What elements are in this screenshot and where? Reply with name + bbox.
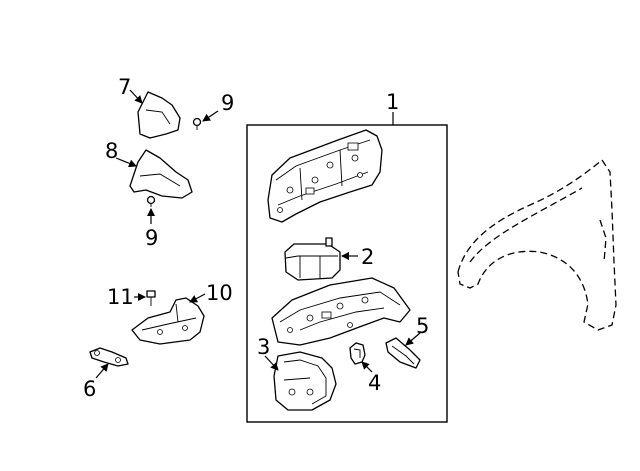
part-8-shield: [129, 149, 193, 199]
part-9-screw-top: [192, 117, 202, 130]
part-5-bracket: [385, 337, 421, 369]
part-11-bolt: [146, 290, 156, 306]
assembly-box: [246, 124, 448, 423]
leader-6: [95, 363, 109, 379]
callout-3: 3: [257, 335, 270, 359]
part-6-bracket: [89, 347, 129, 367]
part-2-bracket: [284, 237, 341, 281]
part-4-clip: [349, 342, 366, 365]
callout-5: 5: [416, 314, 429, 338]
leader-3: [264, 355, 279, 371]
leader-8: [115, 157, 137, 168]
leader-7: [129, 89, 143, 104]
callout-4: 4: [368, 371, 381, 395]
callout-6: 6: [83, 377, 96, 401]
part-7-shield: [137, 91, 181, 139]
part-10-splash-guard: [131, 297, 205, 345]
callout-1: 1: [386, 90, 399, 114]
callout-9-bottom: 9: [145, 226, 158, 250]
callout-11: 11: [107, 285, 134, 309]
leader-4: [361, 361, 373, 373]
callout-7: 7: [118, 75, 131, 99]
callout-9-top: 9: [221, 91, 234, 115]
callout-10: 10: [206, 281, 233, 305]
leader-10: [189, 293, 206, 303]
apron-upper-panel: [267, 129, 383, 223]
leader-9a: [202, 110, 219, 122]
fender-outline: [457, 159, 617, 331]
callout-8: 8: [105, 139, 118, 163]
part-9-screw-bottom: [146, 195, 156, 207]
callout-2: 2: [361, 245, 374, 269]
leader-5: [405, 332, 421, 346]
part-3-reinforcement: [273, 351, 337, 411]
wheel-housing-panel: [271, 277, 411, 346]
